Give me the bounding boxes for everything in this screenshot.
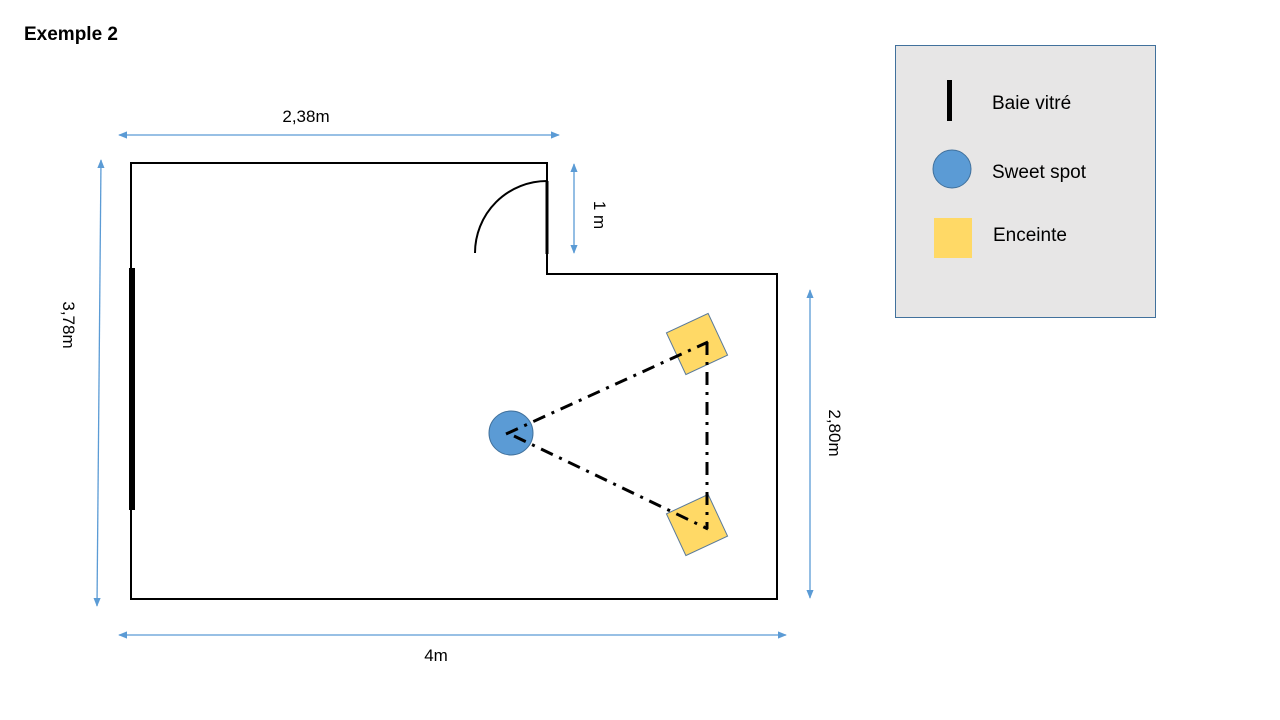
dimension-top-label: 2,38m xyxy=(282,107,329,126)
dimension-left-label: 3,78m xyxy=(59,301,78,348)
square-icon xyxy=(934,218,972,258)
room-outline xyxy=(130,162,778,600)
listening-line-bottom xyxy=(513,434,709,531)
speaker-bottom xyxy=(665,493,729,557)
speaker-top xyxy=(665,312,729,376)
legend-label-sweet-spot: Sweet spot xyxy=(992,162,1087,183)
dimension-bottom-label: 4m xyxy=(424,646,448,665)
diagram-title: Exemple 2 xyxy=(24,24,118,45)
legend-label-speaker: Enceinte xyxy=(993,225,1067,246)
circle-icon xyxy=(932,149,972,189)
window-bar-icon xyxy=(947,80,952,121)
legend-label-window: Baie vitré xyxy=(992,93,1071,114)
dimension-door-label: 1 m xyxy=(590,201,609,229)
door-swing-arc xyxy=(474,180,548,254)
legend: Baie vitré Sweet spot Enceinte xyxy=(895,45,1156,318)
dimension-left xyxy=(93,159,105,607)
dimension-right-label: 2,80m xyxy=(825,409,844,456)
listening-line-top xyxy=(505,340,709,436)
